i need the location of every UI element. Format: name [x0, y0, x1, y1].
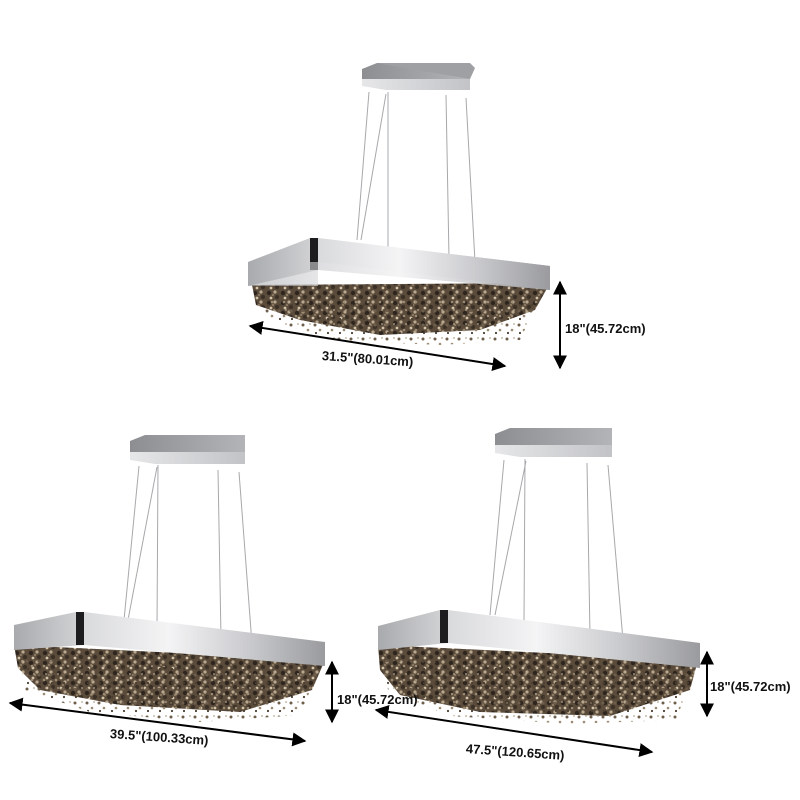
width-arrow [248, 321, 507, 371]
ceiling-canopy [495, 428, 612, 457]
crystal-cluster [252, 283, 550, 345]
suspension-cables [356, 91, 476, 263]
suspension-cables [489, 458, 624, 641]
width-arrow [8, 697, 307, 747]
height-label-large: 18"(45.72cm) [710, 679, 791, 694]
suspension-cables [123, 464, 253, 645]
fixture-large [374, 428, 714, 758]
ceiling-canopy [130, 435, 245, 464]
chrome-frame [14, 612, 325, 666]
height-label-small: 18"(45.72cm) [565, 321, 646, 336]
width-arrow [374, 704, 654, 758]
chrome-frame [378, 610, 700, 668]
fixture-medium [8, 435, 339, 747]
height-label-medium: 18"(45.72cm) [337, 692, 418, 707]
ceiling-canopy [362, 63, 475, 90]
chrome-frame [248, 238, 550, 290]
fixture-small [248, 63, 567, 371]
